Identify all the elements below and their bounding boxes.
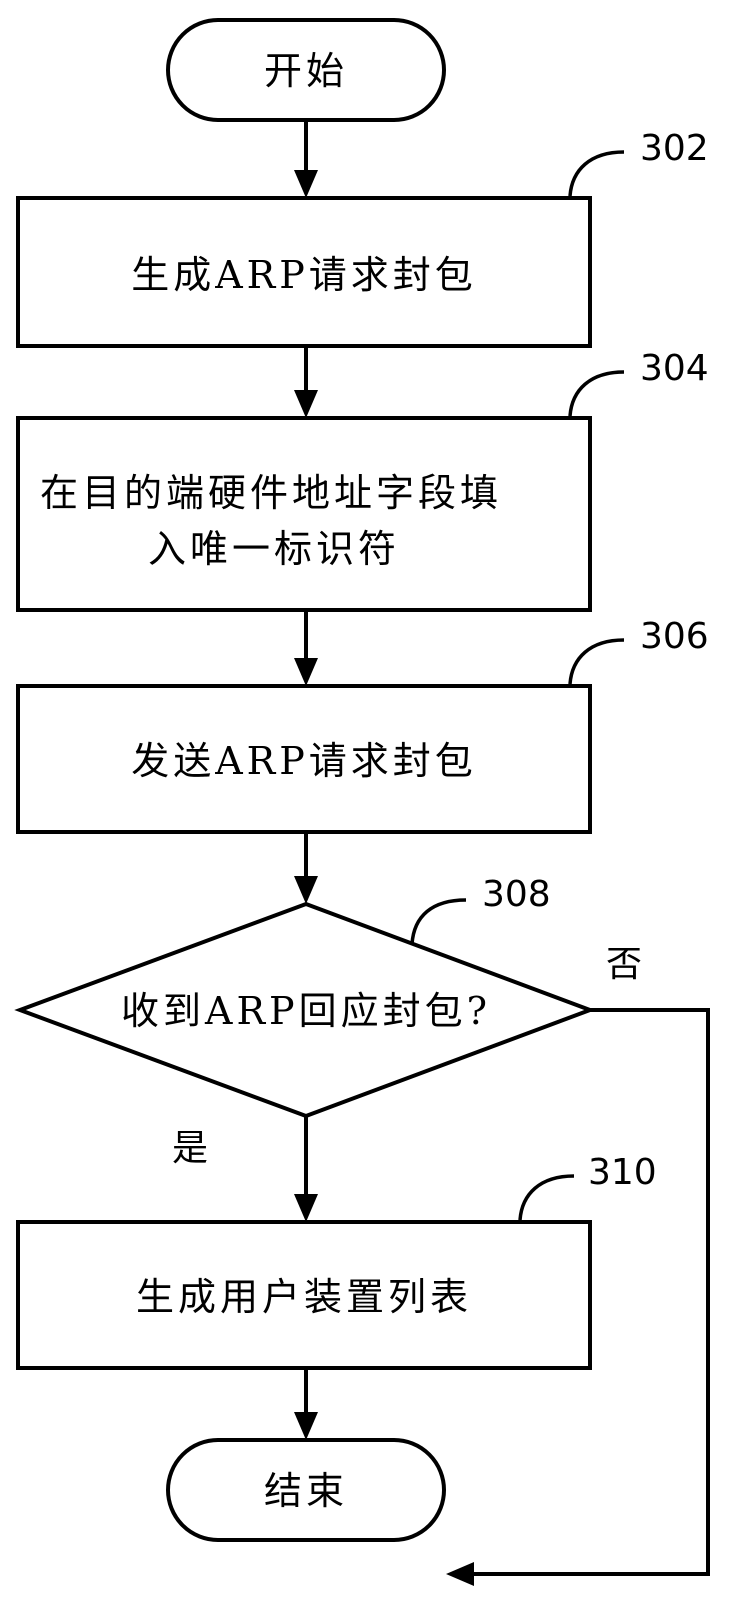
step-304-box: 在目的端硬件地址字段填 入唯一标识符 bbox=[16, 416, 592, 612]
ref-310-number: 310 bbox=[588, 1152, 657, 1193]
step-302-label: 生成ARP请求封包 bbox=[131, 253, 477, 297]
arrow-302-to-304 bbox=[294, 346, 318, 418]
arrow-308-to-310 bbox=[294, 1116, 318, 1222]
step-306-label: 发送ARP请求封包 bbox=[131, 739, 477, 783]
step-306-box: 发送ARP请求封包 bbox=[16, 684, 592, 834]
ref-302-number: 302 bbox=[640, 128, 709, 169]
ref-304-number: 304 bbox=[640, 348, 709, 389]
arrow-310-to-end bbox=[294, 1368, 318, 1440]
step-304-line2: 入唯一标识符 bbox=[148, 527, 400, 571]
ref-302-callout: 302 bbox=[568, 128, 709, 197]
end-terminator: 结束 bbox=[166, 1438, 446, 1542]
no-branch-connector bbox=[446, 1008, 710, 1586]
yes-branch-label: 是 bbox=[172, 1128, 208, 1169]
ref-306-callout: 306 bbox=[568, 616, 709, 685]
arrow-304-to-306 bbox=[294, 610, 318, 686]
ref-308-callout: 308 bbox=[410, 874, 551, 945]
decision-308-diamond: 收到ARP回应封包? bbox=[14, 901, 596, 1119]
ref-310-callout: 310 bbox=[518, 1152, 657, 1221]
step-304-line1: 在目的端硬件地址字段填 bbox=[40, 471, 502, 515]
step-310-label: 生成用户装置列表 bbox=[136, 1275, 472, 1319]
step-310-box: 生成用户装置列表 bbox=[16, 1220, 592, 1370]
ref-308-number: 308 bbox=[482, 874, 551, 915]
end-label: 结束 bbox=[264, 1469, 348, 1513]
ref-306-number: 306 bbox=[640, 616, 709, 657]
no-branch-label: 否 bbox=[606, 944, 642, 985]
step-302-box: 生成ARP请求封包 bbox=[16, 196, 592, 348]
arrow-start-to-302 bbox=[294, 120, 318, 198]
ref-304-callout: 304 bbox=[568, 348, 709, 417]
decision-308-label: 收到ARP回应封包? bbox=[121, 989, 491, 1033]
start-label: 开始 bbox=[264, 49, 348, 93]
start-terminator: 开始 bbox=[166, 18, 446, 122]
arrow-306-to-308 bbox=[294, 832, 318, 904]
